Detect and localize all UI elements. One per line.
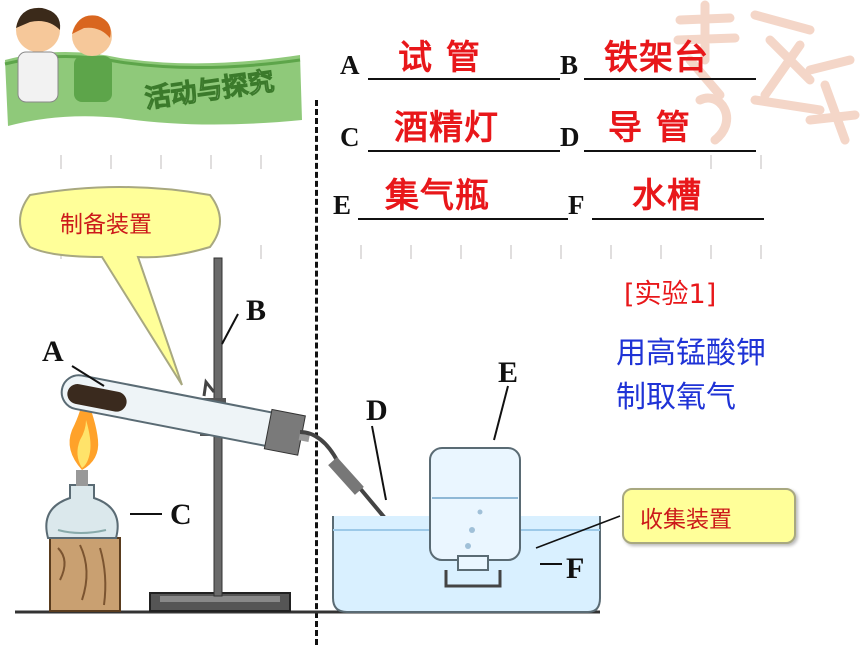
decorative-calligraphy — [673, 0, 860, 145]
blank-line-B — [584, 78, 756, 80]
diagram-label-A: A — [42, 335, 64, 368]
blank-letter-E: E — [333, 190, 352, 220]
diagram-label-E: E — [498, 356, 519, 389]
experiment-description: 用高锰酸钾 制取氧气 — [616, 332, 766, 420]
blank-answer-A: 试 管 — [398, 38, 481, 78]
experiment-line-2: 制取氧气 — [616, 380, 736, 415]
blank-letter-F: F — [568, 190, 585, 220]
blank-letter-C: C — [340, 122, 360, 152]
diagram-label-D: D — [366, 394, 388, 427]
section-divider — [315, 100, 318, 645]
blank-letter-B: B — [560, 50, 579, 80]
collect-callout-box — [622, 488, 796, 544]
diagram-label-F: F — [566, 552, 585, 585]
collect-callout-text: 收集装置 — [640, 507, 732, 533]
blank-answer-C: 酒精灯 — [394, 108, 499, 148]
blank-line-C — [368, 150, 560, 152]
diagram-label-B: B — [246, 294, 267, 327]
experiment-line-1: 用高锰酸钾 — [616, 336, 766, 371]
diagram-label-C: C — [170, 498, 192, 531]
blank-answer-F: 水槽 — [632, 176, 702, 216]
blank-letter-D: D — [560, 122, 580, 152]
experiment-tag: [实验1] — [624, 279, 717, 310]
prep-callout-text: 制备装置 — [60, 212, 152, 238]
blank-answer-D: 导 管 — [608, 108, 691, 148]
prep-callout-bubble — [19, 186, 221, 386]
blank-line-A — [368, 78, 560, 80]
blank-answer-B: 铁架台 — [604, 38, 709, 78]
blank-line-D — [584, 150, 756, 152]
apparatus-diagram — [15, 257, 621, 614]
blank-letter-A: A — [340, 50, 360, 80]
blank-answer-E: 集气瓶 — [385, 176, 490, 216]
activity-header-image: 活动与探究 — [0, 0, 305, 130]
blank-line-F — [592, 218, 764, 220]
blank-line-E — [358, 218, 568, 220]
